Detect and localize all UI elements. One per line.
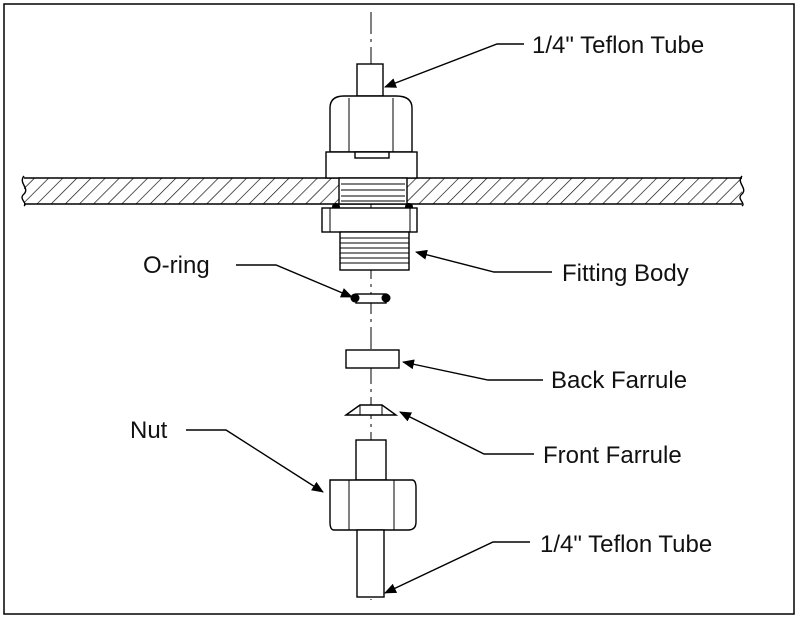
label-front-farrule: Front Farrule [543, 442, 682, 469]
label-nut: Nut [130, 417, 168, 444]
leader-back-farrule [402, 359, 543, 381]
leader-fitting-body [415, 249, 552, 273]
fitting-body [321, 177, 418, 271]
o-ring [350, 293, 391, 304]
diagram-border [3, 3, 795, 615]
teflon-tube-top [356, 63, 384, 97]
label-o-ring: O-ring [143, 252, 210, 279]
leader-front-farrule [399, 411, 534, 455]
leader-nut [186, 429, 324, 493]
front-farrule [343, 404, 399, 416]
leader-tube-top [384, 43, 524, 88]
label-teflon-tube-bottom: 1/4" Teflon Tube [540, 531, 712, 558]
leader-o-ring [236, 264, 353, 298]
label-fitting-body: Fitting Body [562, 260, 689, 287]
leader-lines [186, 43, 552, 594]
back-farrule [345, 349, 400, 369]
bottom-nut [329, 439, 417, 531]
label-back-farrule: Back Farrule [551, 367, 687, 394]
label-teflon-tube-top: 1/4" Teflon Tube [532, 32, 704, 59]
top-nut [325, 95, 418, 179]
teflon-tube-bottom [356, 529, 385, 598]
leader-tube-bottom [384, 541, 530, 594]
